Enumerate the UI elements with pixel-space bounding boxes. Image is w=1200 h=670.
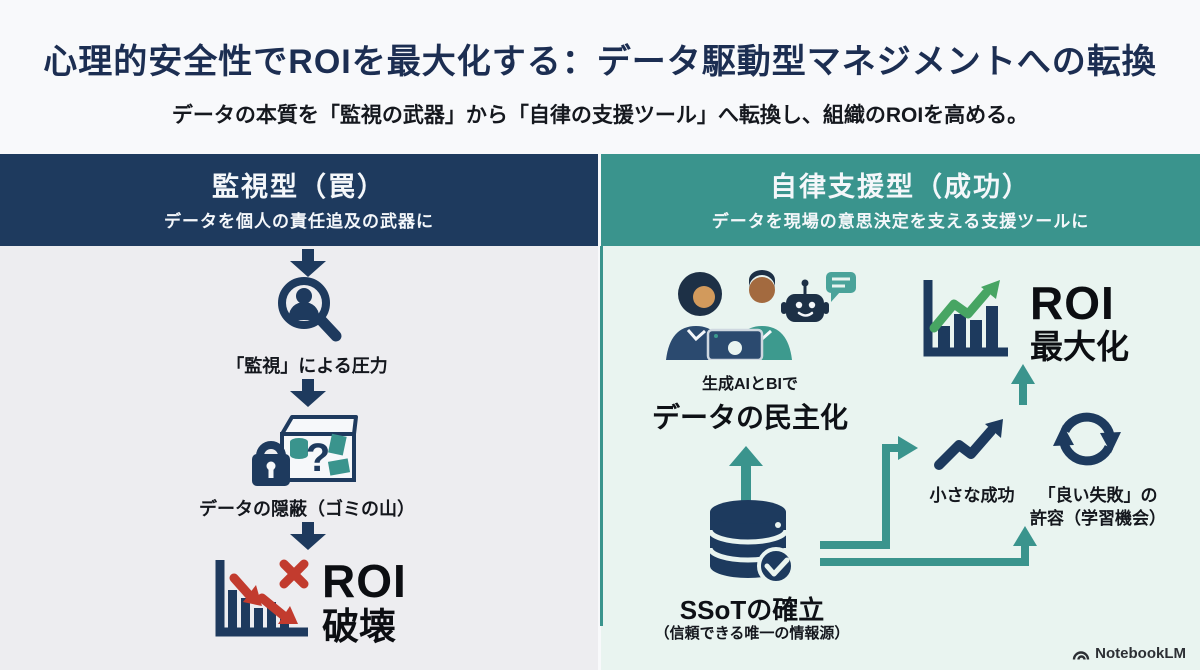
roi-destruction-top: ROI — [322, 555, 407, 607]
good-failure-label-line1: 「良い失敗」の — [1038, 486, 1158, 505]
down-arrow-icon — [288, 379, 328, 407]
concealment-label: データの隠蔽（ゴミの山） — [199, 499, 415, 519]
small-wins-label: 小さな成功 — [929, 486, 1015, 505]
svg-text:?: ? — [306, 436, 330, 480]
pressure-label: 「監視」による圧力 — [226, 356, 388, 376]
notebooklm-branding: NotebookLM — [1072, 645, 1186, 662]
roi-maximization-top: ROI — [1030, 277, 1115, 329]
down-arrow-icon — [288, 522, 328, 550]
roi-destruction-bottom: 破壊 — [322, 606, 396, 647]
good-failure-label-line2: 許容（学習機会） — [1030, 509, 1166, 528]
autonomy-header: 自律支援型（成功） データを現場の意思決定を支える支援ツールに — [601, 154, 1200, 246]
autonomy-header-title: 自律支援型（成功） — [770, 172, 1031, 202]
genai-bi-label: 生成AIとBIで — [701, 376, 798, 393]
rising-trend-icon — [933, 407, 1011, 475]
locked-data-box-icon: ? — [250, 408, 362, 492]
declining-chart-icon — [212, 556, 312, 640]
panel-divider — [600, 246, 603, 626]
page-title: 心理的安全性でROIを最大化する：データ駆動型マネジメントへの転換 — [43, 43, 1157, 81]
notebooklm-logo-icon — [1072, 647, 1090, 661]
page-subtitle: データの本質を「監視の武器」から「自律の支援ツール」へ転換し、組織のROIを高め… — [171, 104, 1029, 127]
cycle-icon — [1052, 402, 1122, 476]
ssot-sublabel: （信頼できる唯一の情報源） — [654, 625, 850, 642]
growth-chart-icon — [920, 274, 1012, 360]
autonomy-header-subtitle: データを現場の意思決定を支える支援ツールに — [711, 212, 1090, 231]
surveillance-header-subtitle: データを個人の責任追及の武器に — [164, 212, 434, 231]
flow-connectors — [601, 154, 1200, 670]
up-arrow-icon — [729, 446, 763, 520]
surveillance-header: 監視型（罠） データを個人の責任追及の武器に — [0, 154, 598, 246]
roi-maximization-bottom: 最大化 — [1030, 328, 1129, 365]
ssot-label: SSoTの確立 — [679, 595, 825, 625]
database-check-icon — [700, 496, 800, 588]
surveillance-magnifier-icon — [277, 276, 343, 350]
roi-destruction-label: ROI 破壊 — [322, 558, 407, 645]
roi-maximization-label: ROI 最大化 — [1030, 280, 1129, 363]
collaboration-illustration-icon — [658, 264, 858, 360]
down-arrow-icon — [288, 249, 328, 277]
data-democratization-label: データの民主化 — [651, 402, 848, 433]
surveillance-header-title: 監視型（罠） — [212, 172, 386, 202]
notebooklm-logo-text: NotebookLM — [1095, 645, 1186, 662]
